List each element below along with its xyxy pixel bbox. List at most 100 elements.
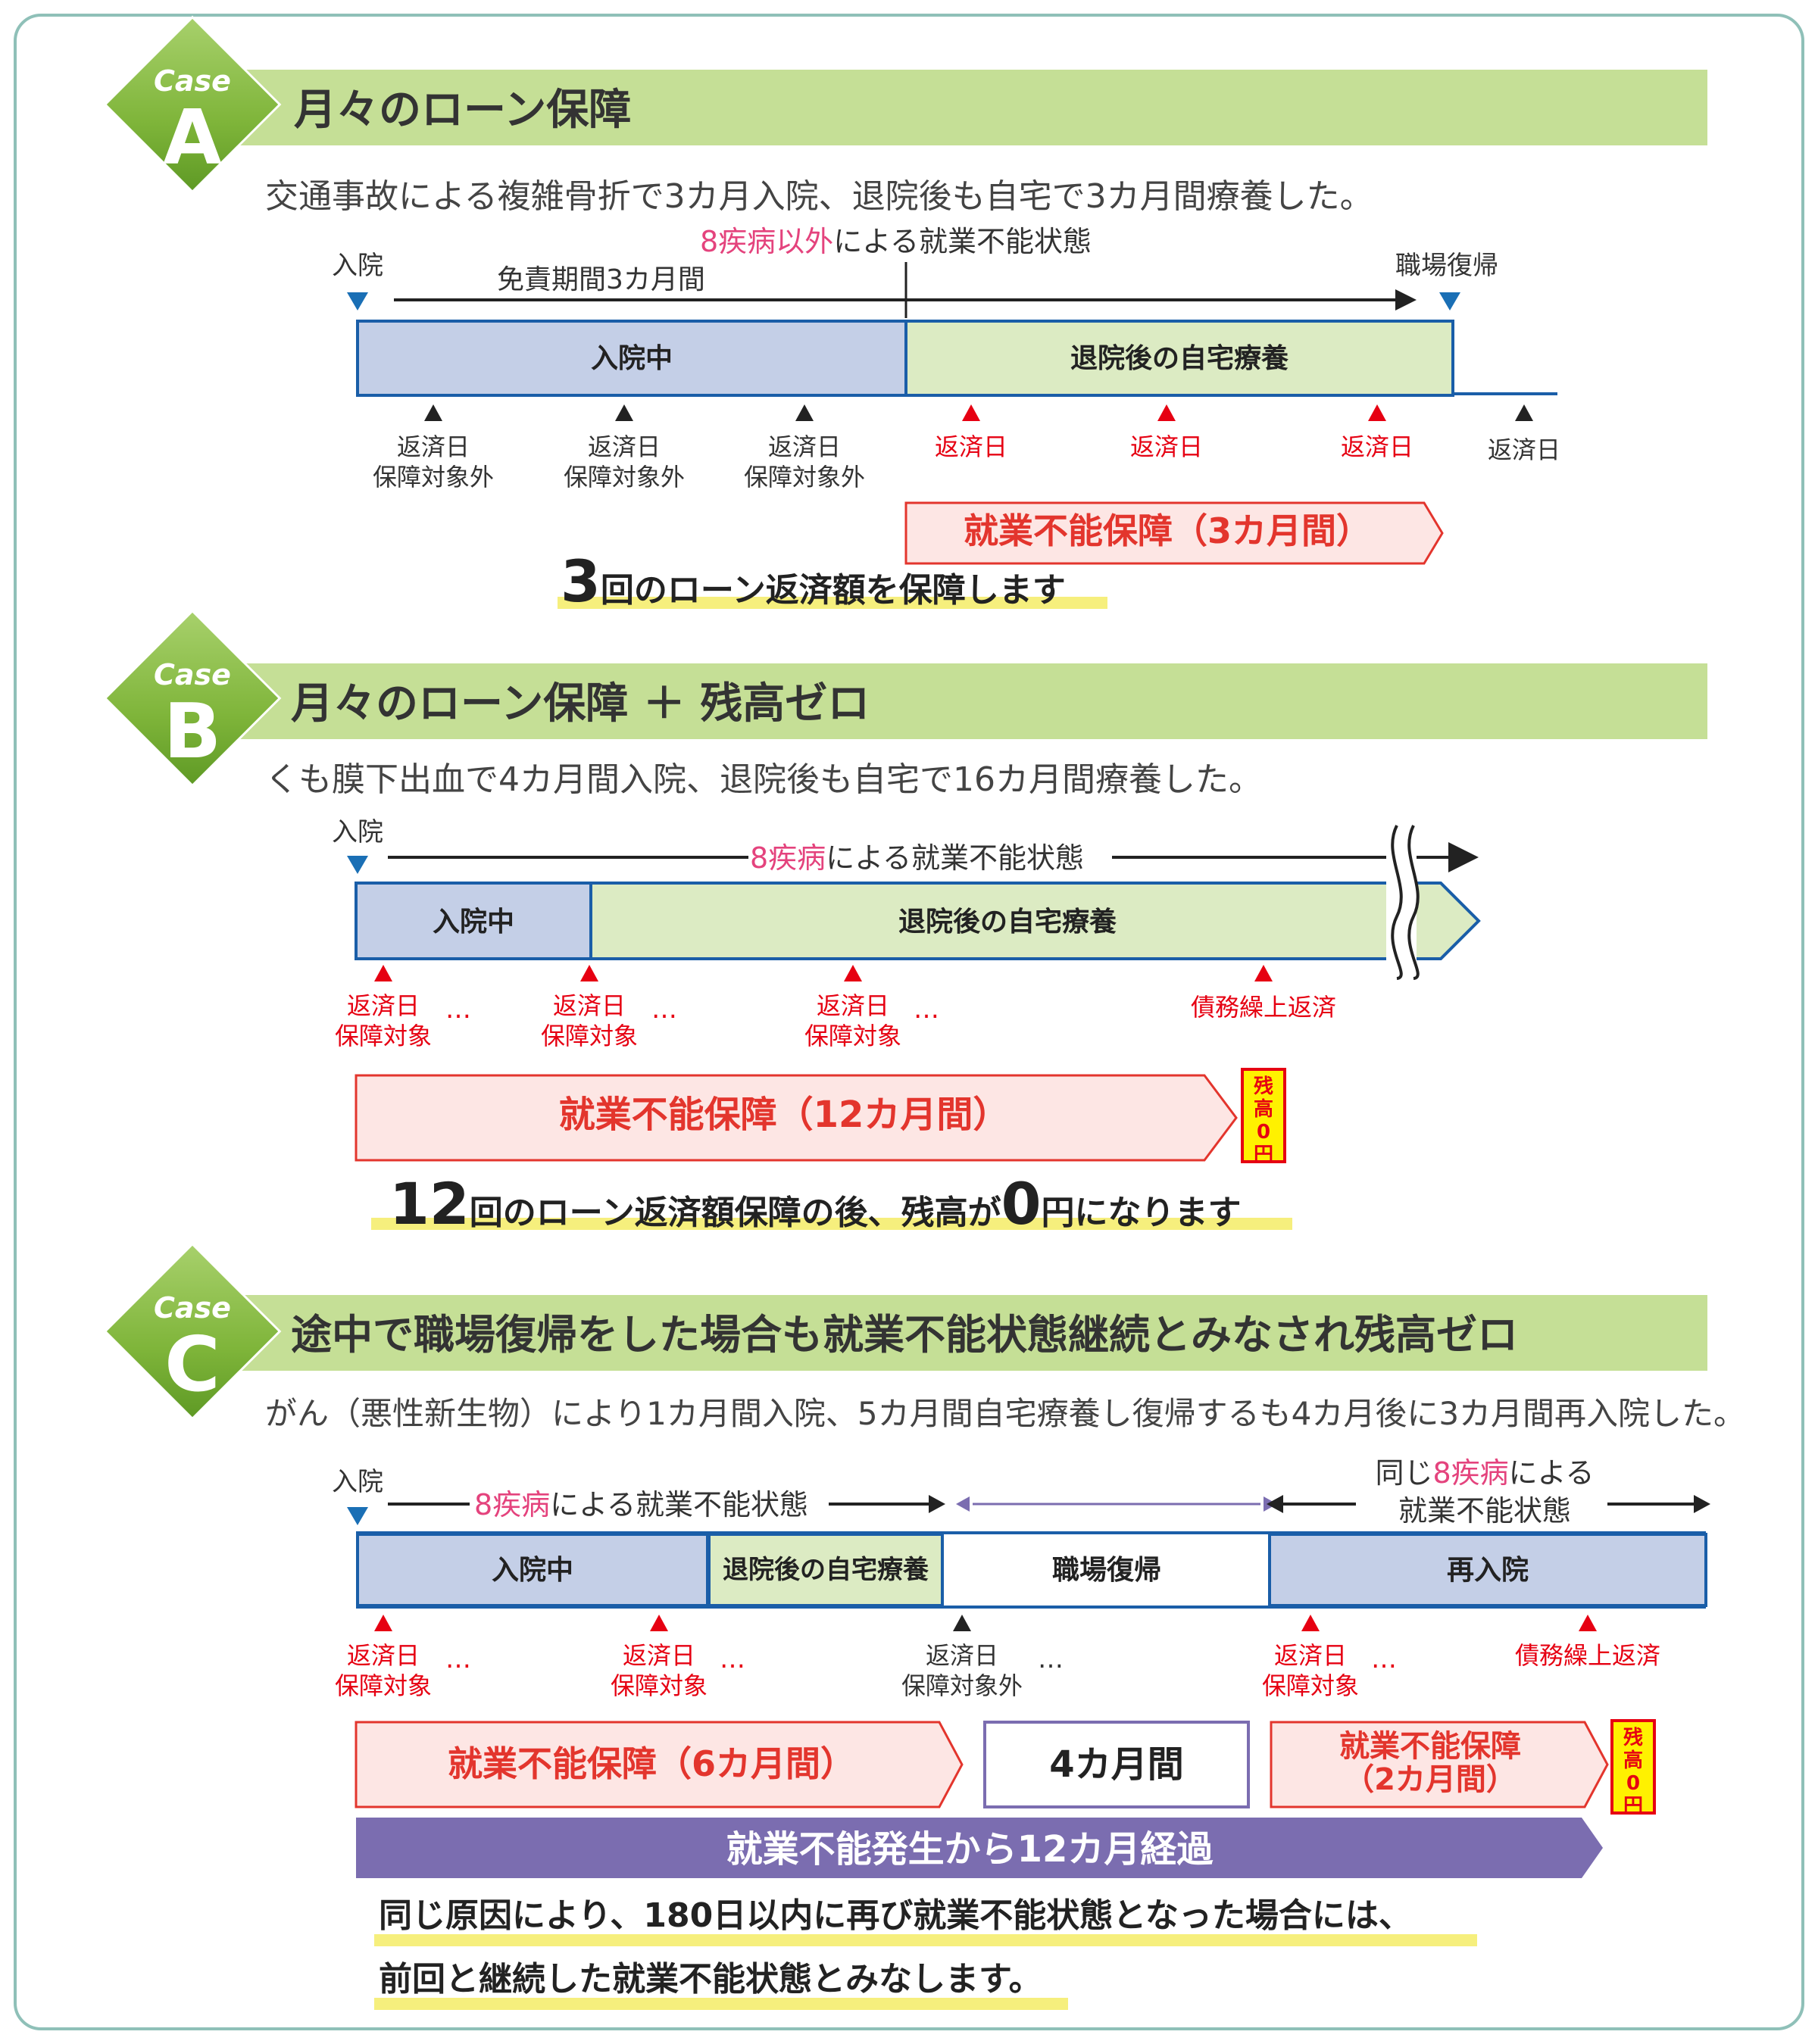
case-b-admit-label: 入院	[332, 817, 383, 847]
case-b-timeline-svg	[355, 825, 1481, 1162]
case-b-dots-1: …	[445, 994, 471, 1025]
case-a-benefit-label: 就業不能保障（3カ月間）	[963, 510, 1371, 551]
case-a-pay-label-5: 返済日	[1129, 432, 1203, 461]
case-a-pay-marker-1-icon	[424, 404, 442, 421]
case-b-pay-label-3: 返済日保障対象	[804, 991, 901, 1050]
case-a-seg-home-label: 退院後の自宅療養	[1070, 343, 1289, 374]
case-c-same-state-label: 同じ8疾病による就業不能状態	[1375, 1456, 1595, 1528]
case-a-pay-label-4: 返済日	[934, 432, 1007, 461]
case-b-pay-marker-4-icon	[1254, 965, 1273, 981]
case-a-conclusion: 3回のローン返済額を保障します	[561, 548, 1066, 615]
case-b-pay-marker-1-icon	[374, 965, 392, 981]
case-b-conclusion-highlight	[371, 1218, 1292, 1230]
case-b-scenario: くも膜下出血で4カ月間入院、退院後も自宅で16カ月間療養した。	[265, 760, 1262, 799]
case-c-state-label: 8疾病による就業不能状態	[474, 1488, 809, 1521]
case-a-pay-marker-2-icon	[615, 404, 633, 421]
case-c-admit-marker-icon	[347, 1507, 368, 1525]
case-c-seg-hospital	[356, 1533, 709, 1607]
case-b-benefit-label: 就業不能保障（12カ月間）	[558, 1094, 1010, 1136]
case-a-pay-label-3: 返済日保障対象外	[743, 432, 865, 491]
case-c-benefit-2-label: 就業不能保障（2カ月間）	[1339, 1729, 1521, 1797]
case-a-state-label: 8疾病以外による就業不能状態	[700, 225, 1092, 258]
case-c-pay-marker-4-icon	[1301, 1615, 1320, 1631]
case-b-seg-hospital-label: 入院中	[432, 907, 514, 938]
case-a-letter: A	[163, 93, 222, 182]
case-a-pay-label-7: 返済日	[1487, 435, 1560, 464]
case-c-conclusion-line-2: 前回と継続した就業不能状態とみなします。	[379, 1960, 1042, 1999]
case-a-timeline-svg	[394, 262, 1557, 565]
case-a-title: 月々のローン保障	[294, 86, 632, 135]
case-b-letter: B	[163, 687, 222, 775]
case-b-conclusion: 12回のローン返済額保障の後、残高が0円になります	[389, 1170, 1242, 1237]
case-c-seg-home-label: 退院後の自宅療養	[723, 1555, 929, 1585]
case-c-dots-3: …	[1038, 1644, 1064, 1674]
case-b-dots-3: …	[914, 994, 939, 1025]
case-a-pay-label-6: 返済日	[1340, 432, 1413, 461]
case-c-seg-return-label: 職場復帰	[1051, 1555, 1161, 1586]
case-a-return-marker-icon	[1439, 292, 1460, 311]
case-b-title-band	[227, 663, 1707, 739]
case-c-seg-hospital-label: 入院中	[491, 1555, 573, 1586]
outer-frame	[14, 14, 1804, 2030]
case-c-dots-2: …	[720, 1644, 745, 1674]
case-c-pay-marker-1-icon	[374, 1615, 392, 1631]
case-c-dots-4: …	[1371, 1644, 1397, 1674]
case-a-pay-marker-4-icon	[962, 404, 980, 421]
case-b-admit-marker-icon	[347, 856, 368, 874]
case-b-pay-marker-2-icon	[580, 965, 598, 981]
case-c-conclusion-line-1: 同じ原因により、180日以内に再び就業不能状態となった場合には、	[379, 1896, 1412, 1935]
case-c-pay-marker-2-icon	[650, 1615, 668, 1631]
case-c-seg-readmit-label: 再入院	[1446, 1555, 1529, 1586]
case-c-benefit-6-label: 就業不能保障（6カ月間）	[447, 1743, 855, 1784]
case-c-pay-label-1: 返済日保障対象	[334, 1641, 432, 1700]
case-c-months-4-label: 4カ月間	[1049, 1743, 1184, 1786]
case-a-seg-hospital	[356, 320, 907, 397]
case-b-dots-2: …	[651, 994, 677, 1025]
case-a-seg-home	[904, 320, 1454, 397]
case-a-seg-hospital-label: 入院中	[590, 343, 673, 374]
case-b-pay-label-1: 返済日保障対象	[334, 991, 432, 1050]
case-b-debt-repay-label: 債務繰上返済	[1190, 993, 1336, 1022]
case-c-seg-readmit	[1268, 1533, 1707, 1607]
case-c-pay-marker-5-icon	[1579, 1615, 1597, 1631]
case-b-title: 月々のローン保障 ＋ 残高ゼロ	[291, 679, 870, 729]
case-c-title: 途中で職場復帰をした場合も就業不能状態継続とみなされ残高ゼロ	[291, 1311, 1518, 1359]
case-a-pay-marker-7-icon	[1515, 404, 1533, 421]
case-a-word: Case	[154, 64, 231, 98]
case-c-seg-home	[708, 1533, 944, 1607]
case-a-return-label: 職場復帰	[1395, 251, 1498, 281]
case-c-elapsed-label: 就業不能発生から12カ月経過	[726, 1828, 1214, 1871]
case-a-exempt-label: 免責期間3カ月間	[497, 264, 705, 295]
case-a-pay-label-1: 返済日保障対象外	[372, 432, 494, 491]
case-a-conclusion-highlight	[558, 597, 1107, 609]
case-a-scenario: 交通事故による複雑骨折で3カ月入院、退院後も自宅で3カ月間療養した。	[265, 177, 1373, 216]
case-b-word: Case	[154, 658, 231, 691]
case-c-scenario: がん（悪性新生物）により1カ月間入院、5カ月間自宅療養し復帰するも4カ月後に3カ…	[265, 1395, 1746, 1432]
case-a-pay-marker-6-icon	[1368, 404, 1386, 421]
case-c-dots-1: …	[445, 1644, 471, 1674]
case-c-pay-label-3: 返済日保障対象外	[901, 1641, 1023, 1700]
case-c-conclusion-highlight-1	[374, 1934, 1477, 1946]
case-c-pay-marker-3-icon	[953, 1615, 971, 1631]
case-a-pay-label-2: 返済日保障対象外	[563, 432, 685, 491]
case-a-admit-marker-icon	[347, 292, 368, 311]
case-c-word: Case	[154, 1291, 231, 1325]
case-c-letter: C	[164, 1320, 220, 1409]
case-b-pay-label-2: 返済日保障対象	[540, 991, 638, 1050]
case-b-pay-marker-3-icon	[844, 965, 862, 981]
case-c-pay-label-2: 返済日保障対象	[610, 1641, 708, 1700]
case-c-admit-label: 入院	[332, 1467, 383, 1497]
case-a-admit-label: 入院	[332, 251, 383, 281]
case-c-timeline-svg	[355, 1495, 1710, 1878]
case-c-title-band	[227, 1295, 1707, 1371]
case-c-pay-label-4: 返済日保障対象	[1261, 1641, 1359, 1700]
case-a-title-band	[227, 70, 1707, 145]
case-c-debt-repay-label: 債務繰上返済	[1514, 1641, 1660, 1670]
case-a-pay-marker-5-icon	[1157, 404, 1176, 421]
case-b-state-label: 8疾病による就業不能状態	[750, 841, 1085, 875]
case-a-pay-marker-3-icon	[795, 404, 814, 421]
case-c-conclusion-highlight-2	[374, 1998, 1068, 2010]
case-b-seg-home-label: 退院後の自宅療養	[898, 907, 1117, 938]
